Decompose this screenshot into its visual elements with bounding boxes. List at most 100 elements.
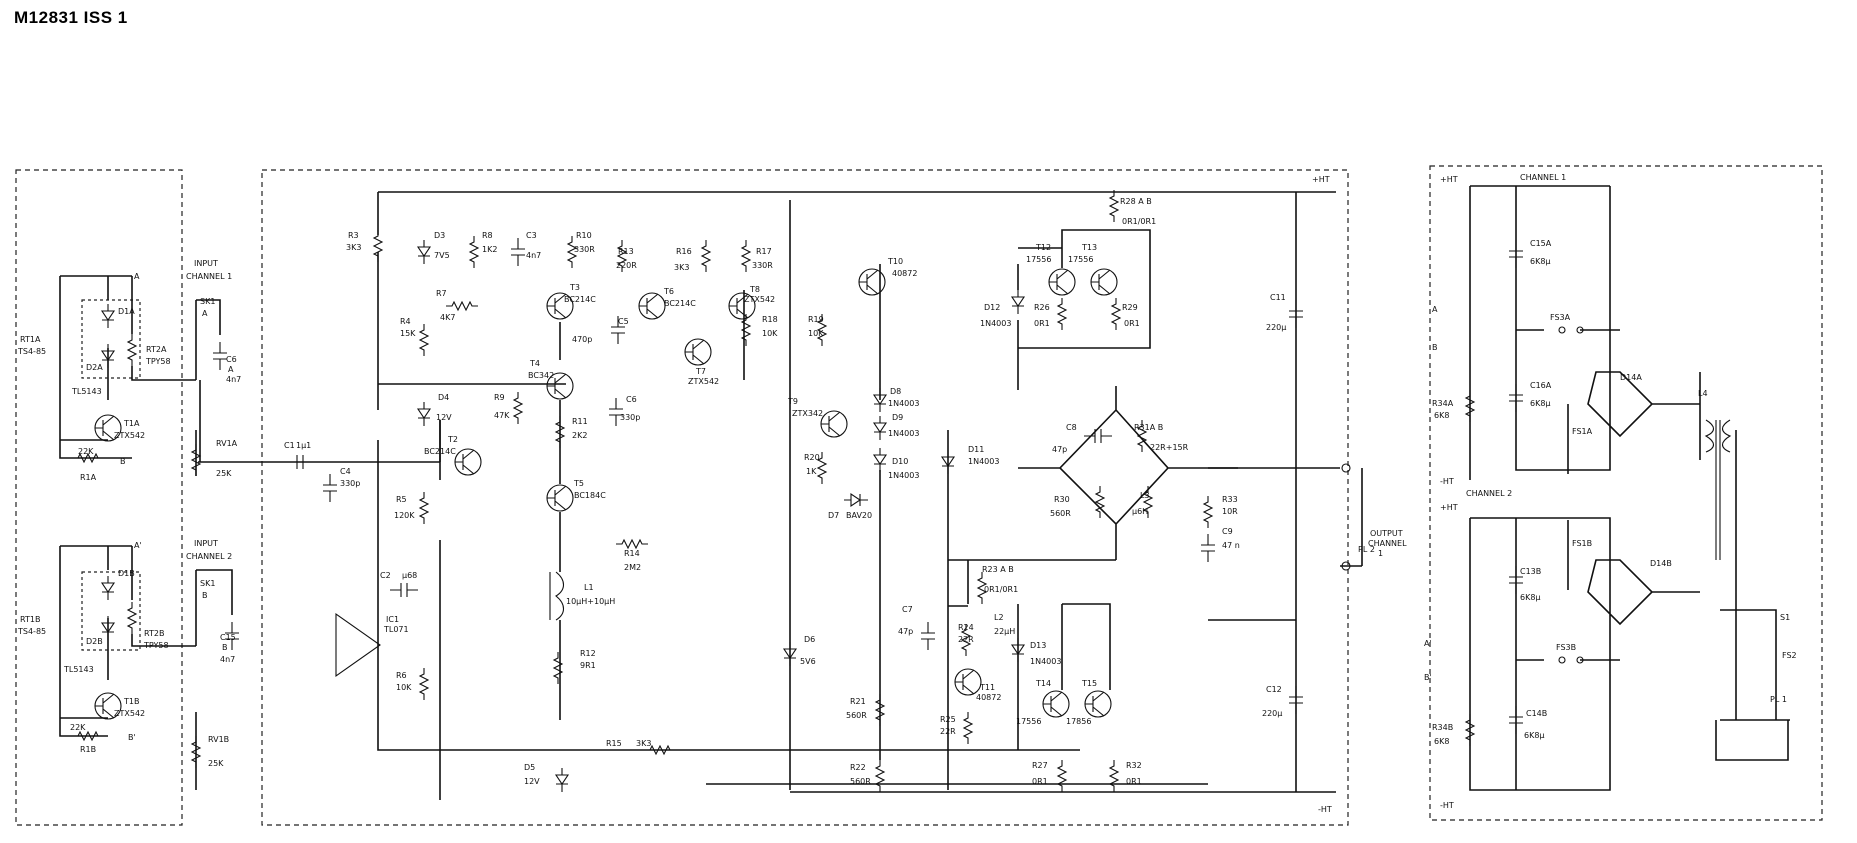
r11-val: 2K2 <box>572 431 587 440</box>
t7-label: T7 <box>695 367 706 376</box>
psu-node-a2: A' <box>1424 639 1432 648</box>
input-channel-1: INPUT CHANNEL 1 A RT1A TS4-85 D1A D2A TL… <box>17 259 241 482</box>
ch2-rv1-val: 25K <box>208 759 224 768</box>
amplifier-module-border <box>261 169 1349 826</box>
r10-val: 330R <box>574 245 595 254</box>
t11-type: 40872 <box>976 693 1001 702</box>
ch2-sk1: SK1 <box>200 579 215 588</box>
d10-type: 1N4003 <box>888 471 919 480</box>
ch2-rv1: RV1B <box>208 735 229 744</box>
r20-label: R20 <box>804 453 820 462</box>
r34b-val: 6K8 <box>1434 737 1449 746</box>
r7-label: R7 <box>436 289 447 298</box>
t12-label: T12 <box>1035 243 1051 252</box>
r21-val: 560R <box>846 711 867 720</box>
ch1-node-b: B <box>120 457 126 466</box>
d9-type: 1N4003 <box>888 429 919 438</box>
t2-label: T2 <box>447 435 458 444</box>
d3-label: D3 <box>434 231 445 240</box>
c9-label: C9 <box>1222 527 1233 536</box>
r7-val: 4K7 <box>440 313 455 322</box>
d14b-label: D14B <box>1650 559 1672 568</box>
l4-label: L4 <box>1698 389 1708 398</box>
psu-hv1: +HT <box>1440 175 1458 184</box>
ch2-d2: D2B <box>86 637 103 646</box>
input-channel-2: INPUT CHANNEL 2 A' RT1B TS4-85 D1B D2B T… <box>17 539 240 790</box>
c4-val: 330p <box>340 479 360 488</box>
d8-type: 1N4003 <box>888 399 919 408</box>
t4-type: BC342 <box>528 371 554 380</box>
r14-label: R14 <box>624 549 640 558</box>
r25-val: 22R <box>940 727 956 736</box>
pl1-label: PL 1 <box>1770 695 1787 704</box>
t13-label: T13 <box>1081 243 1097 252</box>
t2-type: BC214C <box>424 447 456 456</box>
t8-label: T8 <box>749 285 760 294</box>
t5-type: BC184C <box>574 491 606 500</box>
ch1-rt2: RT2A <box>146 345 167 354</box>
r5-label: R5 <box>396 495 407 504</box>
d4-val: 12V <box>436 413 452 422</box>
t9-type: ZTX342 <box>792 409 823 418</box>
r10-label: R10 <box>576 231 592 240</box>
psu-ch1: CHANNEL 1 <box>1520 173 1566 182</box>
c12-val: 220µ <box>1262 709 1282 718</box>
ch2-c15-sub: B <box>222 643 228 652</box>
fs3b-label: FS3B <box>1556 643 1576 652</box>
r20-val: 1K <box>806 467 817 476</box>
r27-label: R27 <box>1032 761 1048 770</box>
psu-node-b: B <box>1432 343 1438 352</box>
r14-val: 2M2 <box>624 563 641 572</box>
r26-label: R26 <box>1034 303 1050 312</box>
ch2-rt2: RT2B <box>144 629 164 638</box>
l2-label: L2 <box>994 613 1004 622</box>
t11-label: T11 <box>979 683 995 692</box>
psu-hvneg2: -HT <box>1440 801 1454 810</box>
ch1-r1-val: 22K <box>78 447 94 456</box>
c2-label: C2 <box>380 571 391 580</box>
d4-label: D4 <box>438 393 449 402</box>
output-label1: OUTPUT <box>1370 529 1403 538</box>
c3-label: C3 <box>526 231 537 240</box>
r19-label: R19 <box>808 315 824 324</box>
r31-label: R31A B <box>1134 423 1163 432</box>
d12-type: 1N4003 <box>980 319 1011 328</box>
c3-val: 4n7 <box>526 251 541 260</box>
d5-val: 12V <box>524 777 540 786</box>
t10-label: T10 <box>887 257 903 266</box>
c8-label: C8 <box>1066 423 1077 432</box>
d14a-label: D14A <box>1620 373 1642 382</box>
r18-val: 10K <box>762 329 778 338</box>
c8-val: 47p <box>1052 445 1067 454</box>
c14b-val: 6K8µ <box>1524 731 1545 740</box>
t7-type: ZTX542 <box>688 377 719 386</box>
r4-val: 15K <box>400 329 416 338</box>
document-title: M12831 ISS 1 <box>14 8 128 27</box>
ch2-r1: R1B <box>80 745 96 754</box>
t10-type: 40872 <box>892 269 917 278</box>
c15a-val: 6K8µ <box>1530 257 1551 266</box>
ch2-d1: D1B <box>118 569 135 578</box>
d11-label: D11 <box>968 445 984 454</box>
ic1-label: IC1 <box>386 615 399 624</box>
c6-mid-label: C6 <box>626 395 637 404</box>
amplifier-section: +HT -HT C1 1µ1 C4 330p R3 3K3 D3 7V5 R8 … <box>198 175 1407 814</box>
r17-label: R17 <box>756 247 772 256</box>
psu-hv2: +HT <box>1440 503 1458 512</box>
input-ch2-label1: INPUT <box>194 539 218 548</box>
r3-val: 3K3 <box>346 243 361 252</box>
hv-bottom: -HT <box>1318 805 1332 814</box>
c5-label: C5 <box>618 317 629 326</box>
r4-label: R4 <box>400 317 411 326</box>
r34b-label: R34B <box>1432 723 1453 732</box>
r9-val: 47K <box>494 411 510 420</box>
psu-section: CHANNEL 1 +HT C15A 6K8µ FS3A C16A 6K8µ F… <box>1424 173 1797 810</box>
c7-label: C7 <box>902 605 913 614</box>
r34a-val: 6K8 <box>1434 411 1449 420</box>
fs1a-label: FS1A <box>1572 427 1593 436</box>
r3-label: R3 <box>348 231 359 240</box>
c5-val: 470p <box>572 335 592 344</box>
psu-node-b2: B' <box>1424 673 1432 682</box>
t15-type: 17856 <box>1066 717 1091 726</box>
ch1-d2: D2A <box>86 363 103 372</box>
